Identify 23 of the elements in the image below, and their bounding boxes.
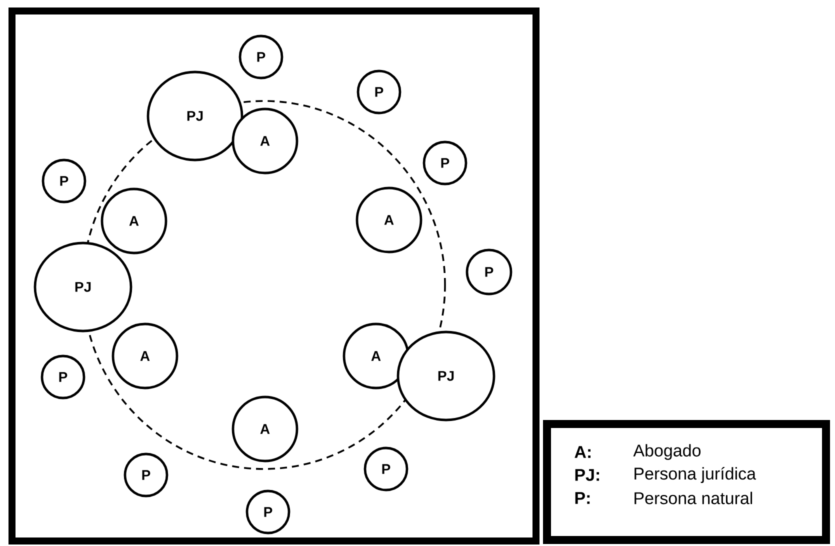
circle-node: P: [422, 140, 468, 186]
legend-text: Persona natural: [634, 492, 752, 504]
legend-key: PJ:: [575, 469, 600, 481]
circle-node: A: [232, 108, 298, 174]
circle-node: A: [100, 188, 168, 254]
circle-node: P: [40, 354, 86, 400]
circle-node: P: [356, 70, 402, 114]
circle-node: PJ: [146, 70, 244, 162]
circle-node: A: [356, 186, 422, 254]
circle-node: A: [112, 322, 178, 390]
circle-node: P: [238, 34, 284, 80]
legend-text: Abogado: [633, 444, 701, 460]
circle-node: P: [466, 248, 512, 296]
legend-key: P:: [575, 492, 590, 504]
legend-key: A:: [574, 446, 590, 458]
circle-node: P: [124, 452, 168, 498]
circle-node: P: [246, 490, 290, 534]
legend-text: Persona jurídica: [634, 466, 756, 484]
circle-node: A: [232, 396, 298, 462]
circle-node: P: [364, 446, 408, 492]
circle-node: P: [42, 158, 86, 204]
circle-node: A: [342, 322, 410, 390]
circle-node: PJ: [34, 242, 132, 332]
